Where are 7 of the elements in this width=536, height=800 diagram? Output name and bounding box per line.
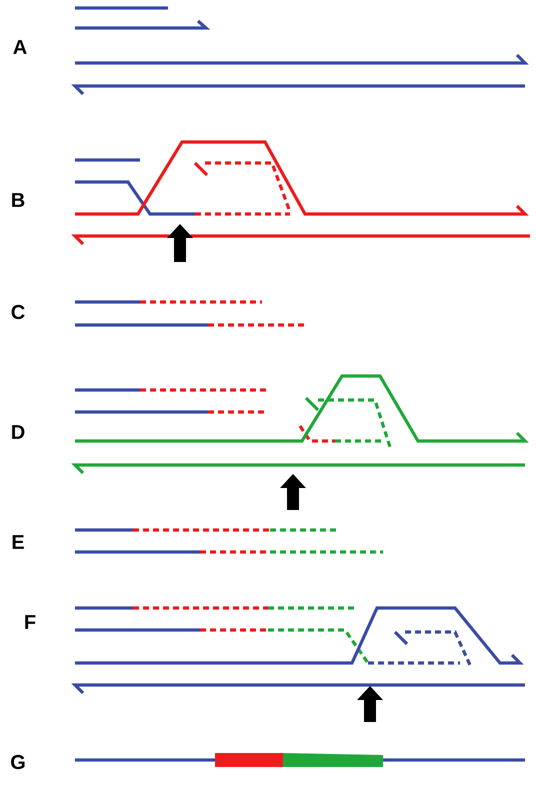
panel-label: C [12,304,25,320]
panel-label: E [12,535,24,549]
panel-label: A [13,40,27,54]
panel-label: B [12,193,24,207]
panel-label: G [11,754,25,770]
panel-label: F [25,615,36,629]
panel-label: D [12,425,24,439]
